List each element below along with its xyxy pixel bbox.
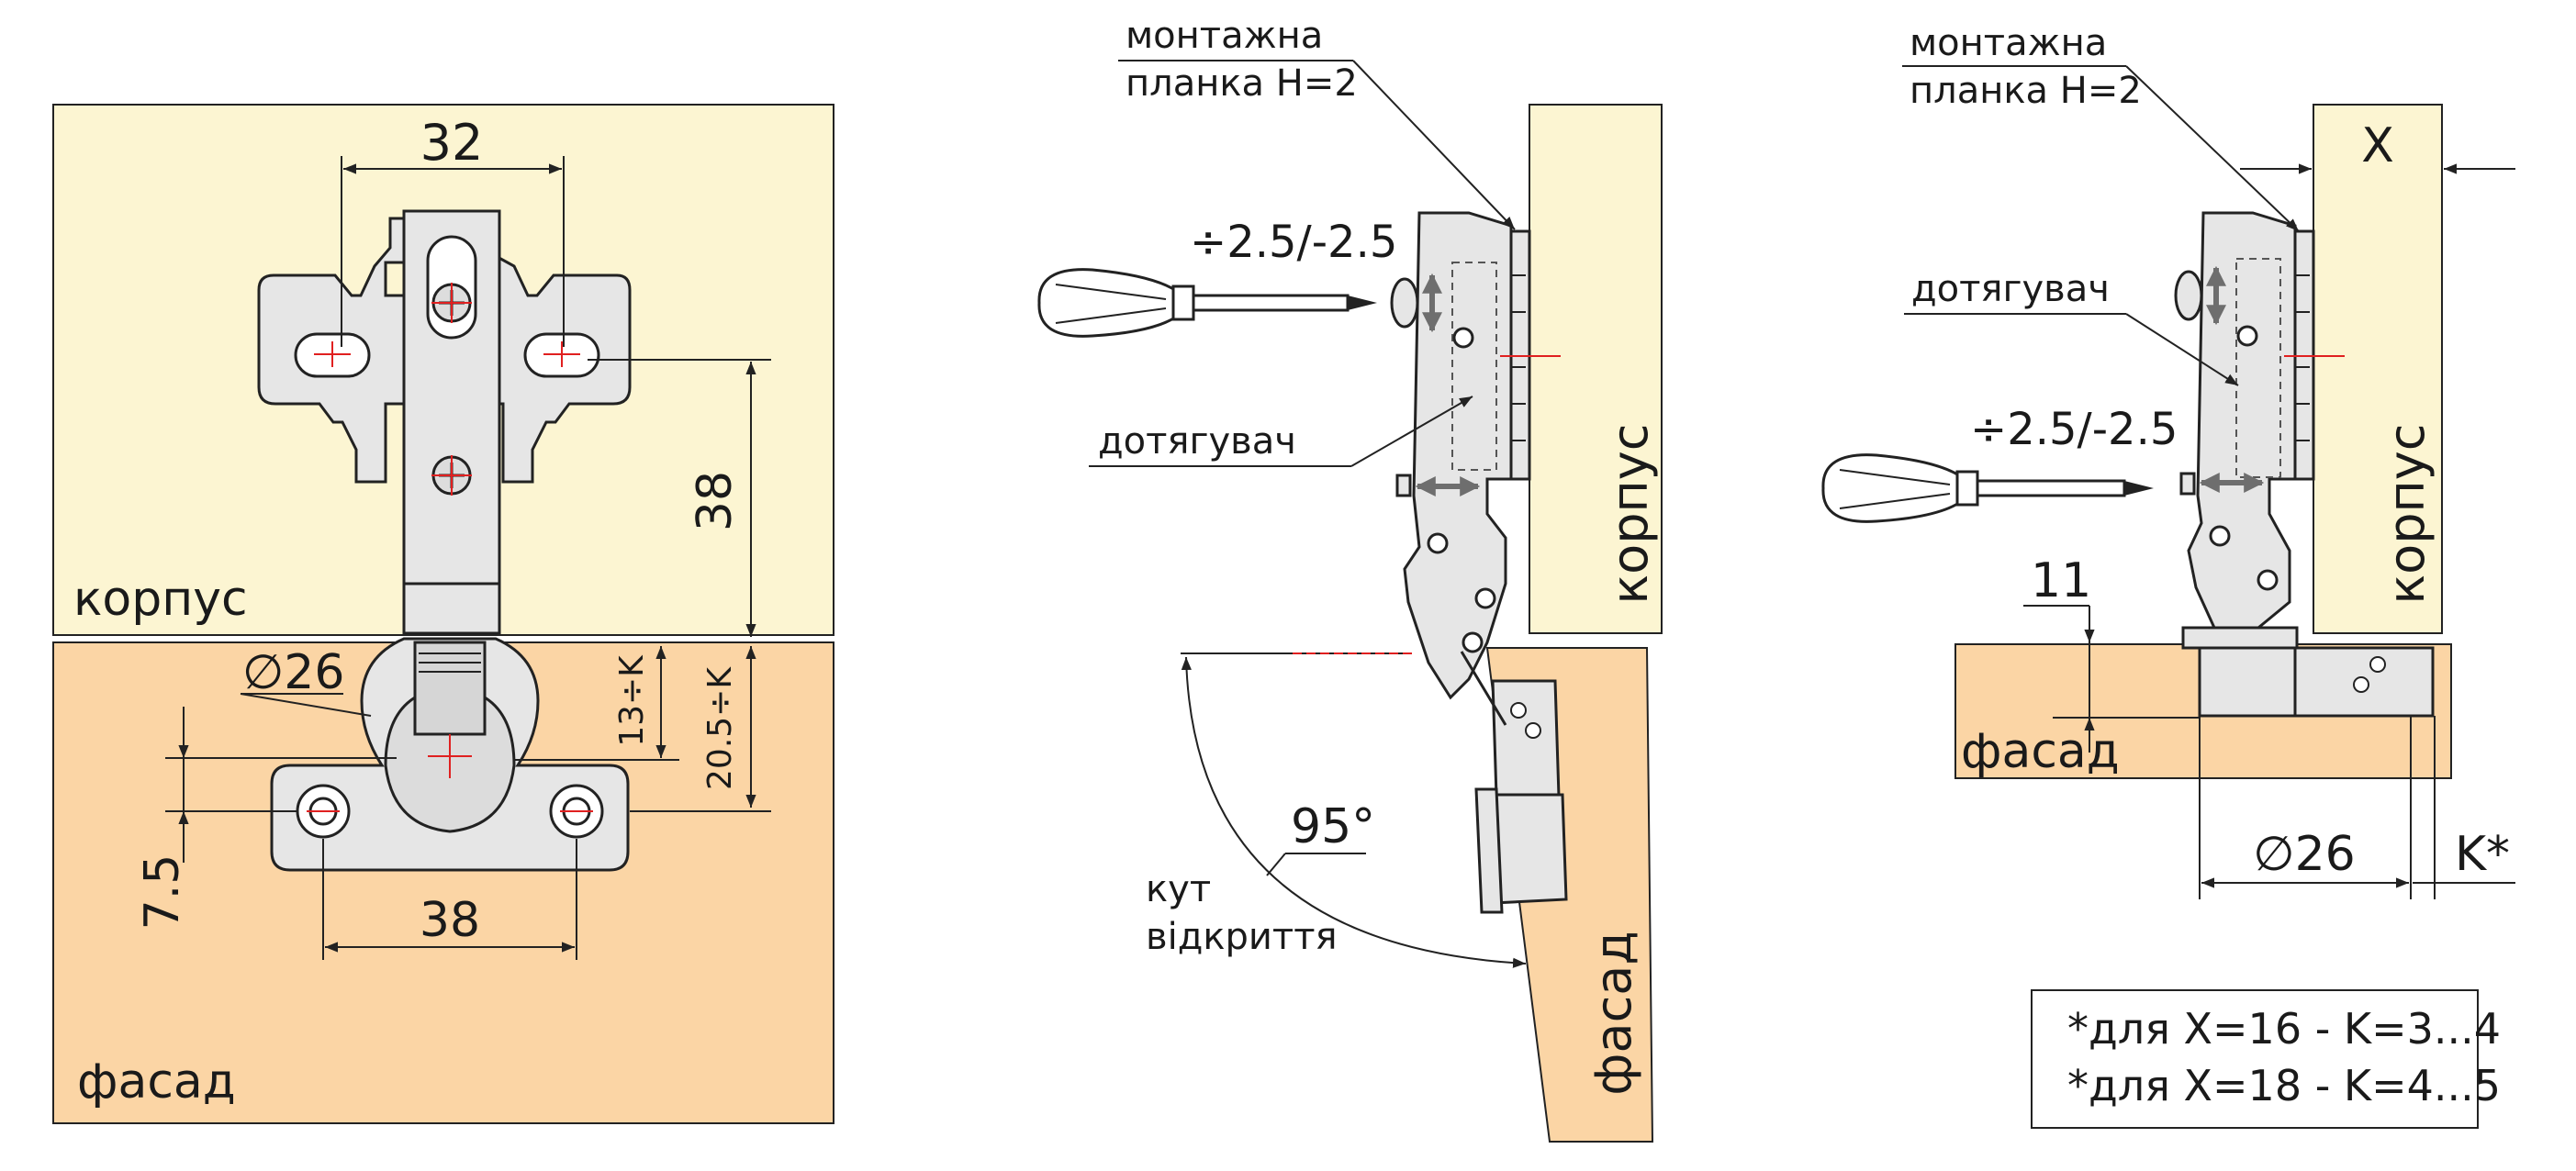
view2-pivot-2 (1427, 532, 1449, 554)
view2-angle-arc (1181, 656, 1527, 968)
dim-38-bottom (322, 839, 577, 960)
dim-13k-label: 13÷K (613, 654, 651, 747)
center-marks (307, 283, 593, 812)
view3-pivot-1 (2236, 325, 2258, 347)
view2-screwdriver (1037, 268, 1377, 338)
cup-hinge-teeth (419, 652, 481, 673)
dim-7-5 (165, 707, 397, 863)
view3-pull-label: дотягувач (1911, 268, 2110, 310)
view3-plate-label-line2: планка H=2 (1910, 70, 2142, 112)
view3-dim-11 (2023, 605, 2200, 753)
view3-dim-x-label: X (2361, 118, 2394, 173)
view3-dim-d26-label: ∅26 (2253, 827, 2355, 882)
dim-7-5-label: 7.5 (135, 854, 190, 931)
view2-angle-caption-line1: кут (1146, 868, 1211, 910)
view2-adjust-label: ÷2.5/-2.5 (1190, 217, 1397, 268)
view3-screwdriver (1821, 453, 2154, 523)
note-line-1: *для X=16 - K=3...4 (2067, 1004, 2502, 1054)
view3-pivot-3 (2257, 569, 2279, 591)
view3-plate-label-line1: монтажна (1910, 22, 2107, 64)
dim-38-bottom-label: 38 (420, 893, 480, 948)
view3-flange-hole-1 (2369, 656, 2386, 673)
view2-plate-ribs (1506, 274, 1526, 441)
view3-flange-hole-2 (2353, 676, 2369, 693)
view3-pivot-2 (2209, 525, 2231, 547)
hinge-arm (402, 209, 501, 635)
view1-fasad-label: фасад (77, 1054, 236, 1110)
view2-angle-caption-line2: відкриття (1146, 916, 1338, 958)
dim-d26-leader (240, 693, 372, 717)
dim-13k-20-5k (514, 646, 771, 812)
view3-dim-x (2240, 105, 2515, 184)
view3-cup-body (2198, 646, 2297, 718)
view2-plate-leader (1352, 60, 1516, 230)
view3-korpus-label: корпус (2378, 424, 2436, 605)
dim-20-5k-label: 20.5÷K (701, 666, 739, 790)
view2-pivot-3 (1474, 587, 1496, 609)
view3-small-tab (2179, 472, 2196, 496)
dim-38-vertical-label: 38 (688, 471, 743, 531)
view3-dim-11-label: 11 (2031, 553, 2091, 608)
view2-hinge-arm (1403, 211, 1513, 700)
view3-dim-d26-k (2199, 716, 2515, 899)
view2-pivot-1 (1452, 327, 1474, 349)
view2-angle-label: 95° (1291, 799, 1375, 854)
dim-32-label: 32 (420, 114, 484, 172)
view2-angle-leader (1266, 853, 1286, 876)
dim-32 (341, 156, 565, 347)
view2-small-tab (1395, 474, 1412, 497)
view3-fasad-label: фасад (1961, 724, 2120, 779)
view2-dashed-inner (1451, 262, 1497, 471)
view3-dim-k-label: K* (2455, 827, 2510, 882)
view3-korpus-panel (2313, 104, 2443, 634)
view2-plate-label-line1: монтажна (1126, 15, 1323, 57)
view1-front: 32 38 13÷K 20.5÷K ∅26 7.5 (52, 104, 834, 1124)
view3-adjust-label: ÷2.5/-2.5 (1970, 404, 2178, 455)
view3-plate-ribs (2290, 274, 2310, 441)
view2-pivot-4 (1462, 631, 1484, 653)
view3-side-closed: корпус фасад монтажна (1821, 22, 2515, 899)
view2-cup-lip (1474, 787, 1504, 914)
view2-fasad-label: фасад (1585, 931, 1642, 1095)
view3-cup-rim (2181, 626, 2299, 650)
view2-pull-label: дотягувач (1098, 420, 1296, 463)
view2-cup-hole-1 (1510, 702, 1527, 719)
view2-cup (1491, 679, 1561, 798)
note-line-2: *для X=18 - K=4...5 (2067, 1061, 2502, 1110)
note-box: *для X=16 - K=3...4 *для X=18 - K=4...5 (2031, 989, 2501, 1129)
view3-screw-head (2174, 270, 2203, 321)
view1-korpus-label: корпус (73, 572, 248, 627)
view2-cup-hole-2 (1525, 722, 1541, 739)
dim-38-vertical (588, 359, 771, 637)
cup-hinge-block (413, 641, 487, 736)
view2-plate-label-line2: планка H=2 (1126, 62, 1358, 105)
view2-korpus-panel (1529, 104, 1663, 634)
view2-screw-head (1390, 277, 1419, 329)
view3-hinge-arm (2187, 211, 2297, 630)
view2-pull-leader (1350, 396, 1473, 467)
view3-pull-leader (2125, 313, 2239, 386)
view2-korpus-label: корпус (1601, 424, 1659, 605)
view3-plate-leader (2125, 65, 2300, 232)
view2-side-open: корпус фасад (1037, 15, 1663, 1143)
dim-d26-label: ∅26 (242, 645, 344, 700)
